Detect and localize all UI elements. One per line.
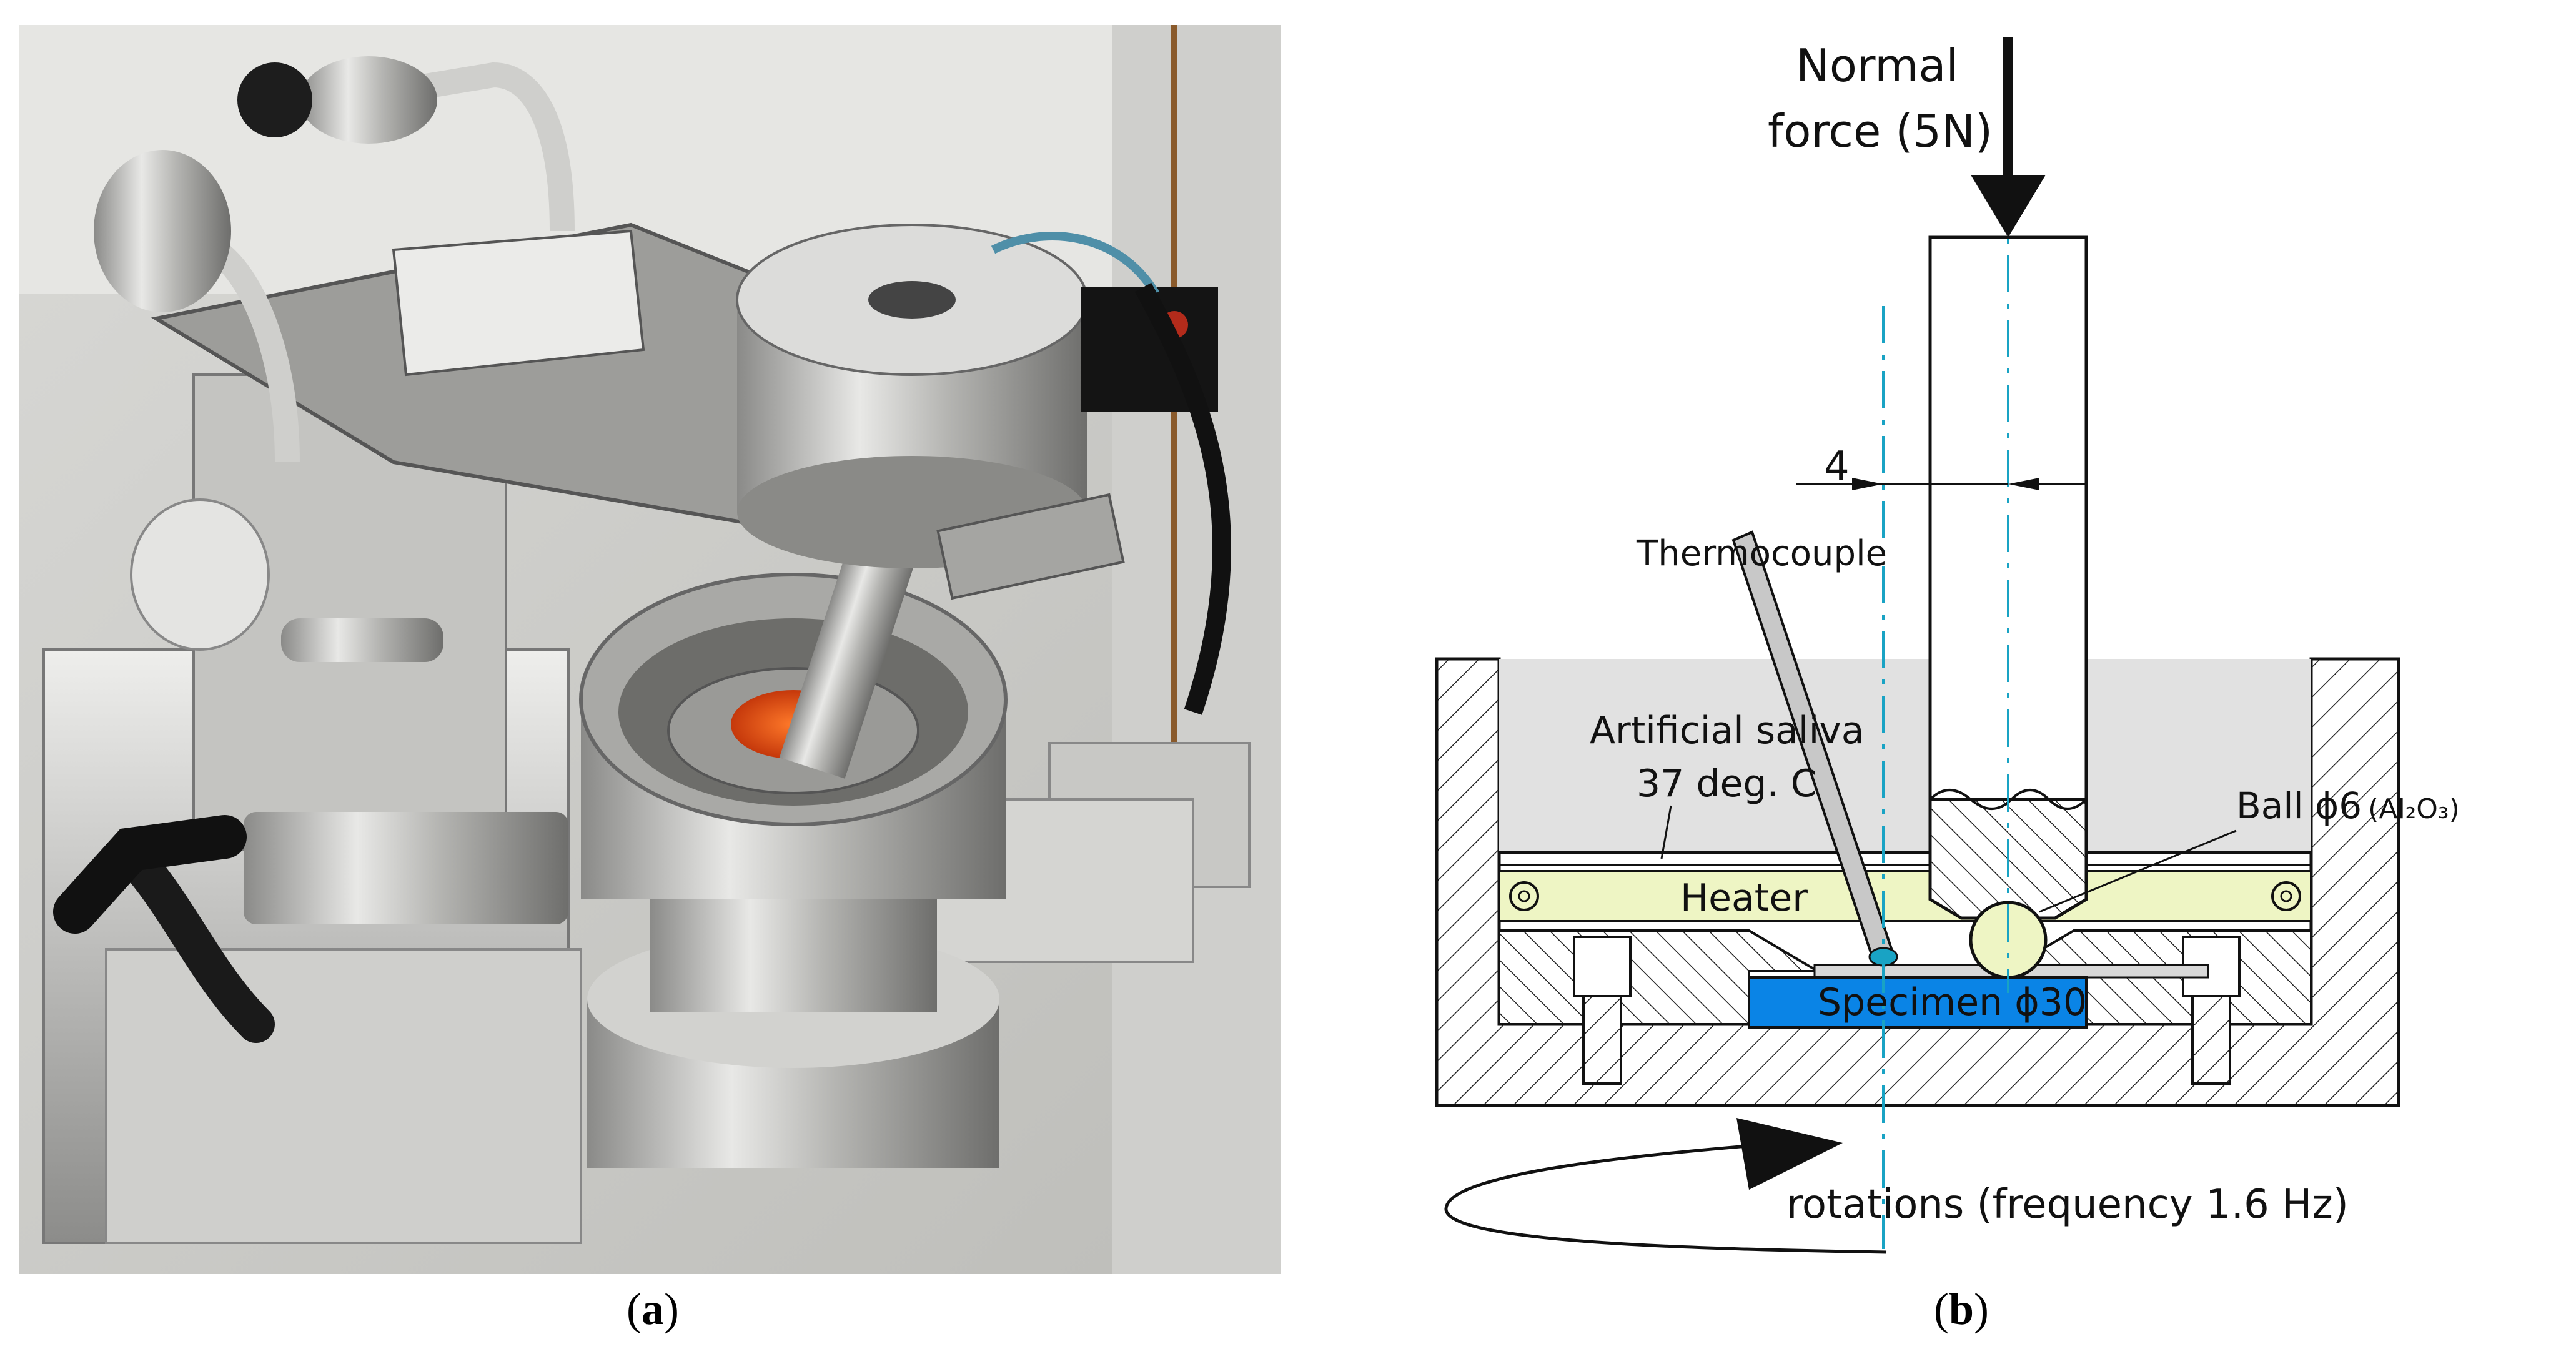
right-bolt [2182, 936, 2241, 1085]
ball-label-prefix: Ball [2236, 784, 2315, 827]
ball-label: Ball ϕ6(Al₂O₃) [2236, 784, 2460, 827]
force-label-line2: force (5N) [1768, 105, 1993, 157]
panel-a-caption: (a) [627, 1284, 679, 1334]
rotation-label: rotations (frequency 1.6 Hz) [1786, 1182, 2349, 1228]
saliva-label-line1: Artificial saliva [1590, 709, 1865, 753]
left-bolt [1573, 936, 1632, 1085]
offset-dimension: 4 [1796, 443, 2086, 490]
heater-label: Heater [1680, 876, 1808, 920]
panel-a-letter: a [642, 1284, 664, 1334]
centerlines [1882, 125, 2009, 1249]
specimen-disc [1748, 976, 2088, 1029]
specimen-label: Specimen ϕ30 [1818, 981, 2087, 1024]
ball-label-material: (Al₂O₃) [2368, 793, 2460, 825]
tribometer-photo [19, 25, 1281, 1274]
saliva-label-line2: 37 deg. C [1637, 762, 1817, 806]
ball-label-symbol: ϕ [2315, 784, 2339, 827]
heater-bar [1498, 870, 2312, 922]
dimension-label: 4 [1824, 443, 1850, 490]
artificial-saliva-area [1499, 659, 2311, 852]
normal-force-arrow: Normal force (5N) [1768, 37, 2046, 237]
rotation-arrow: rotations (frequency 1.6 Hz) [1444, 1118, 2349, 1254]
panel-b-caption: (b) [1933, 1284, 1989, 1334]
thermocouple-label: Thermocouple [1636, 533, 1887, 574]
force-label-line1: Normal [1796, 39, 1959, 92]
panel-b-letter: b [1948, 1284, 1974, 1334]
ball-label-size: 6 [2339, 784, 2362, 827]
test-setup-schematic: 4 Normal force (5N) Thermocouple Artific… [1435, 37, 2460, 1254]
